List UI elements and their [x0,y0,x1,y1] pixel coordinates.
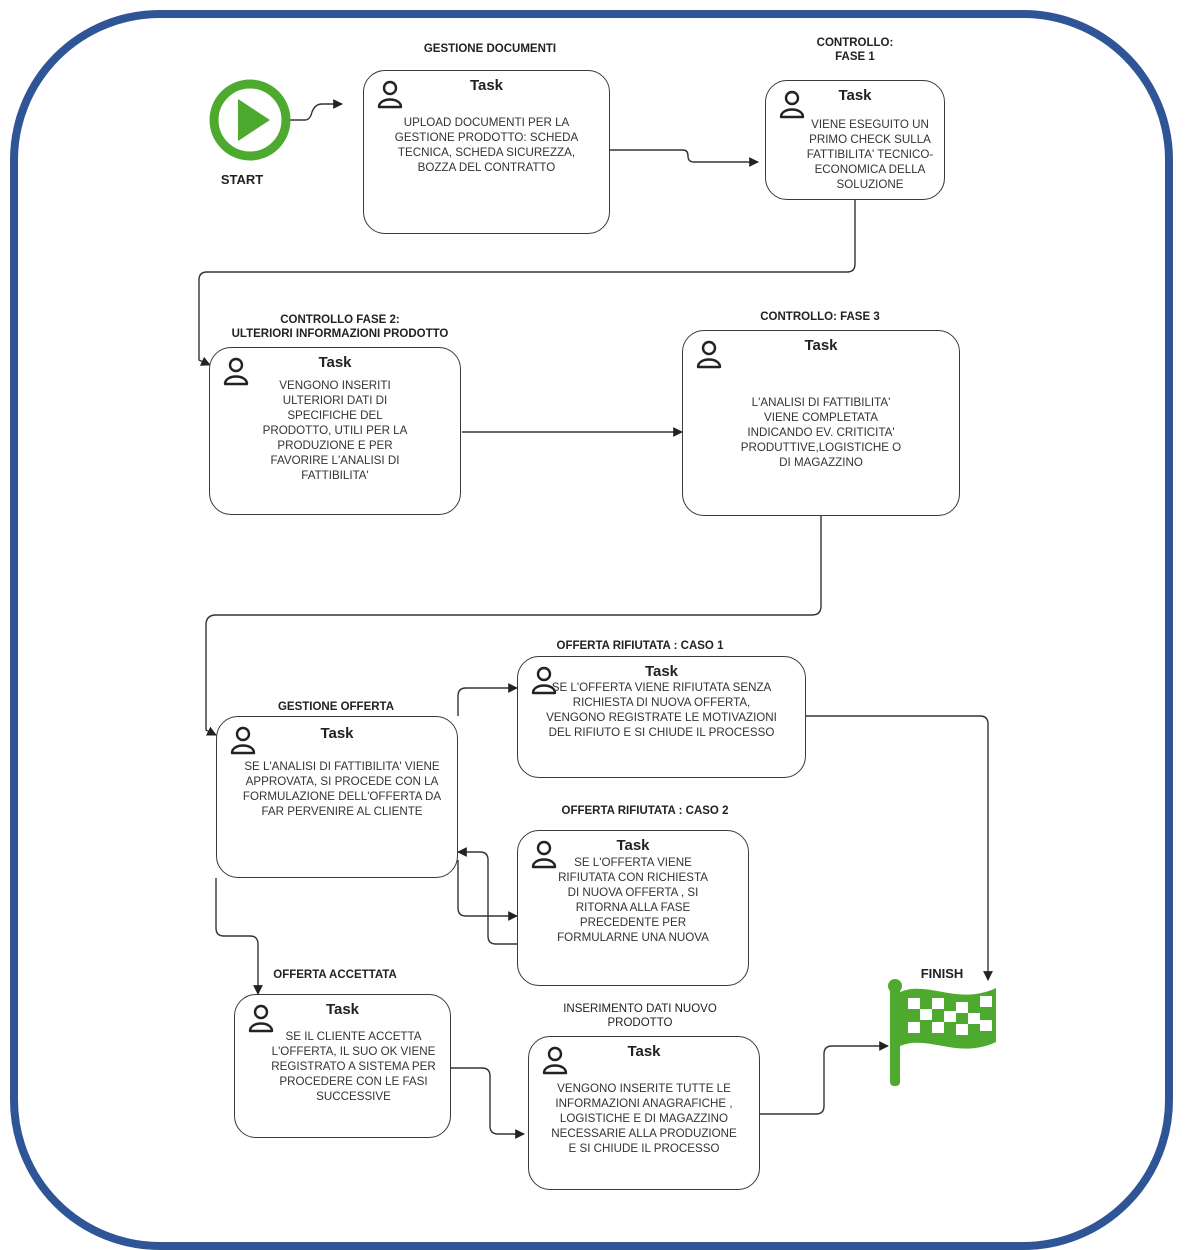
user-icon [223,357,249,386]
task-upload-documenti: Task UPLOAD DOCUMENTI PER LA GESTIONE PR… [363,70,610,234]
edge-offerta-to-caso2 [457,860,518,921]
task-description: SE IL CLIENTE ACCETTA L'OFFERTA, IL SUO … [271,1030,436,1103]
caption-controllo-fase3: CONTROLLO: FASE 3 [760,311,880,323]
task-description: VENGONO INSERITI ULTERIORI DATI DI SPECI… [262,379,408,482]
user-icon [542,1046,568,1075]
caption-inserimento-line2: PRODOTTO [607,1017,673,1029]
start-label: START [220,172,264,187]
task-title: Task [325,1001,360,1018]
checkered-flag-icon [888,979,996,1086]
task-description: SE L'OFFERTA VIENE RIFIUTATA CON RICHIES… [557,856,709,944]
task-description: VIENE ESEGUITO UN PRIMO CHECK SULLA FATT… [806,118,934,191]
edge-fase3-to-offerta [205,516,822,736]
edge-upload-to-fase1 [610,149,759,167]
task-offerta-accettata: Task SE IL CLIENTE ACCETTA L'OFFERTA, IL… [234,994,451,1138]
user-icon [248,1004,274,1033]
task-description: SE L'ANALISI DI FATTIBILITA' VIENE APPRO… [242,760,442,818]
caption-controllo-fase1-line2: FASE 1 [835,51,875,63]
task-title: Task [320,725,354,742]
user-icon [377,80,403,109]
caption-controllo-fase1-line1: CONTROLLO: [816,37,894,49]
user-icon [696,340,722,369]
caption-controllo-fase2-line2: ULTERIORI INFORMAZIONI PRODOTTO [231,328,449,340]
task-offerta-rifiutata-caso2: Task SE L'OFFERTA VIENE RIFIUTATA CON RI… [517,830,749,986]
edge-start-to-upload [290,99,343,121]
task-controllo-fase3: Task L'ANALISI DI FATTIBILITA' VIENE COM… [682,330,960,516]
task-gestione-offerta: Task SE L'ANALISI DI FATTIBILITA' VIENE … [216,716,458,878]
start-event [209,79,291,161]
user-icon [779,90,805,119]
task-title: Task [318,354,352,371]
task-description: L'ANALISI DI FATTIBILITA' VIENE COMPLETA… [740,396,902,469]
task-title: Task [644,663,679,680]
task-description: UPLOAD DOCUMENTI PER LA GESTIONE PRODOTT… [394,116,579,174]
user-icon [531,666,557,695]
user-icon [230,726,256,755]
edge-caso1-to-finish [806,715,993,981]
connector-layer [198,79,996,1139]
task-title: Task [804,337,838,354]
caption-gestione-documenti: GESTIONE DOCUMENTI [423,43,557,55]
caption-controllo-fase2-line1: CONTROLLO FASE 2: [280,314,400,326]
caption-offerta-rifiutata-caso1: OFFERTA RIFIUTATA : CASO 1 [556,640,724,652]
task-inserimento-dati-prodotto: Task VENGONO INSERITE TUTTE LE INFORMAZI… [528,1036,760,1190]
play-icon [209,79,291,161]
task-title: Task [627,1043,661,1060]
edge-inserimento-to-finish [760,1041,889,1115]
edge-offerta-to-caso1 [457,683,518,716]
task-description: VENGONO INSERITE TUTTE LE INFORMAZIONI A… [551,1082,737,1155]
task-offerta-rifiutata-caso1: Task SE L'OFFERTA VIENE RIFIUTATA SENZA … [517,656,806,778]
task-title: Task [838,87,872,104]
finish-label: FINISH [920,966,964,981]
user-icon [531,840,557,869]
caption-offerta-accettata: OFFERTA ACCETTATA [273,969,397,981]
task-controllo-fase1: Task VIENE ESEGUITO UN PRIMO CHECK SULLA… [765,80,945,200]
edge-caso2-to-offerta [457,847,517,945]
task-title: Task [469,77,504,94]
task-controllo-fase2: Task VENGONO INSERITI ULTERIORI DATI DI … [209,347,461,515]
task-description: SE L'OFFERTA VIENE RIFIUTATA SENZA RICHI… [546,681,777,739]
edge-accettata-to-inserimento [451,1067,525,1139]
caption-offerta-rifiutata-caso2: OFFERTA RIFIUTATA : CASO 2 [561,805,729,817]
edge-fase1-to-fase2 [198,200,856,366]
caption-inserimento-line1: INSERIMENTO DATI NUOVO [563,1003,717,1015]
edge-offerta-to-accettata [215,878,263,995]
caption-gestione-offerta: GESTIONE OFFERTA [277,701,395,713]
task-title: Task [616,837,650,854]
